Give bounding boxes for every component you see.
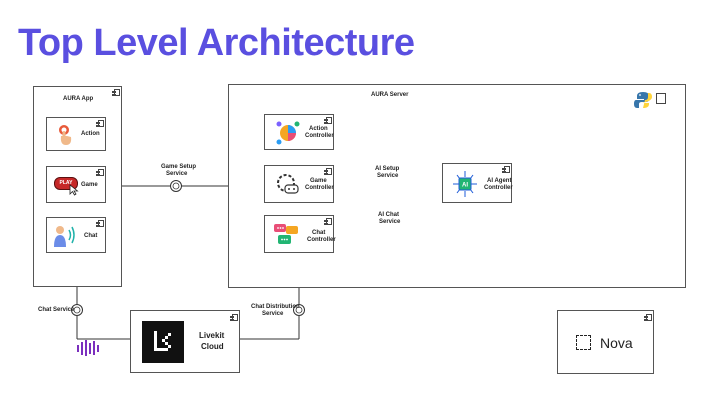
game-setup-interface <box>170 180 182 192</box>
component-icon <box>324 117 332 124</box>
chat-label: Chat <box>84 233 98 239</box>
chat-controller-component[interactable] <box>264 215 334 253</box>
game-controller-label-1: Game <box>310 178 327 184</box>
gear-gamepad-icon <box>277 174 299 194</box>
action-component[interactable] <box>46 117 106 151</box>
chat-distribution-interface <box>293 304 305 316</box>
component-icon <box>230 314 238 321</box>
pie-chart-icon <box>276 121 300 145</box>
game-setup-label-2: Service <box>166 171 188 177</box>
game-label: Game <box>81 182 98 188</box>
chat-component[interactable] <box>46 217 106 253</box>
chat-distribution-label-1: Chat Distribution <box>251 304 300 310</box>
component-icon <box>96 169 104 176</box>
ai-chip-text: AI <box>462 183 468 189</box>
ai-setup-label-1: AI Setup <box>375 166 400 172</box>
speaking-person-icon <box>54 226 75 247</box>
chat-distribution-label-2: Service <box>262 311 284 317</box>
game-controller-component[interactable] <box>264 165 334 203</box>
chat-service-interface <box>71 304 83 316</box>
ai-agent-label-2: Controller <box>484 185 513 191</box>
chat-controller-label-2: Controller <box>307 237 336 243</box>
aura-server-label: AURA Server <box>371 92 409 98</box>
ai-chat-label-1: AI Chat <box>378 212 399 218</box>
game-component[interactable]: PLAY <box>46 166 106 203</box>
chat-controller-label-1: Chat <box>312 230 326 236</box>
page-title: Top Level Architecture <box>18 22 415 64</box>
ai-agent-controller-component[interactable]: AI <box>442 163 512 203</box>
nova-logo-icon <box>576 335 591 350</box>
cursor-icon <box>69 184 79 196</box>
ai-setup-label-2: Service <box>377 173 399 179</box>
component-icon <box>96 120 104 127</box>
component-icon <box>112 89 120 96</box>
component-icon <box>324 218 332 225</box>
aura-app-label: AURA App <box>63 96 94 102</box>
livekit-label-1: Livekit <box>199 331 225 340</box>
ai-chip-icon: AI <box>453 171 477 197</box>
livekit-logo-icon <box>142 321 184 363</box>
component-icon <box>502 166 510 173</box>
component-icon <box>96 220 104 227</box>
action-controller-label-1: Action <box>309 126 328 132</box>
nova-component[interactable] <box>557 310 654 374</box>
action-controller-label-2: Controller <box>305 133 334 139</box>
livekit-glyph <box>154 331 171 351</box>
component-icon <box>656 93 666 104</box>
component-icon <box>644 314 652 321</box>
nova-label: Nova <box>600 335 633 351</box>
component-icon <box>324 168 332 175</box>
chat-bubbles-icon <box>274 224 298 244</box>
touch-hand-icon <box>59 125 72 145</box>
ai-chat-label-2: Service <box>379 219 401 225</box>
game-setup-label-1: Game Setup <box>161 164 197 170</box>
livekit-cloud-component[interactable] <box>130 310 240 373</box>
audio-waveform-icon <box>77 340 99 356</box>
action-controller-component[interactable] <box>264 114 334 150</box>
ai-agent-label-1: AI Agent <box>487 178 512 184</box>
livekit-label-2: Cloud <box>201 342 224 351</box>
python-logo-icon <box>634 92 652 108</box>
chat-service-label: Chat Service <box>38 307 75 313</box>
action-label: Action <box>81 131 100 137</box>
game-controller-label-2: Controller <box>305 185 334 191</box>
